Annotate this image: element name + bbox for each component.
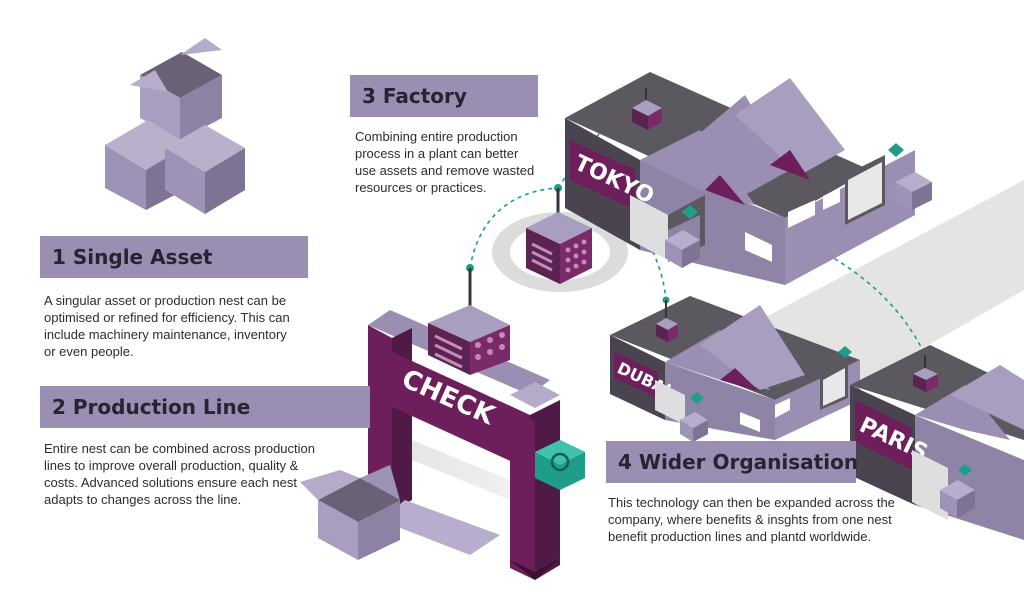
section-title-factory: 3 Factory: [350, 75, 538, 117]
tokyo-factory: TOKYO: [565, 72, 932, 285]
section-desc-production-line: Entire nest can be combined across produ…: [44, 441, 315, 507]
background-band: [760, 180, 1024, 390]
paris-factory: PARIS: [850, 345, 1024, 540]
section-title-production-line: 2 Production Line: [40, 386, 370, 428]
production-box-icon: [300, 465, 400, 560]
section-desc-factory: Combining entire production process in a…: [355, 129, 535, 195]
section-desc-wider-organisation: This technology can then be expanded acr…: [608, 495, 895, 544]
box-stack-icon: [105, 38, 245, 214]
section-desc-single-asset: A singular asset or production nest can …: [44, 293, 290, 359]
factory-nest-cube: [526, 188, 592, 284]
dubai-factory: DUBAI: [610, 296, 860, 442]
nest-hexagon-icon: [535, 440, 585, 490]
section-title-wider-organisation: 4 Wider Organisation: [606, 441, 858, 483]
section-title-single-asset: 1 Single Asset: [40, 236, 308, 278]
